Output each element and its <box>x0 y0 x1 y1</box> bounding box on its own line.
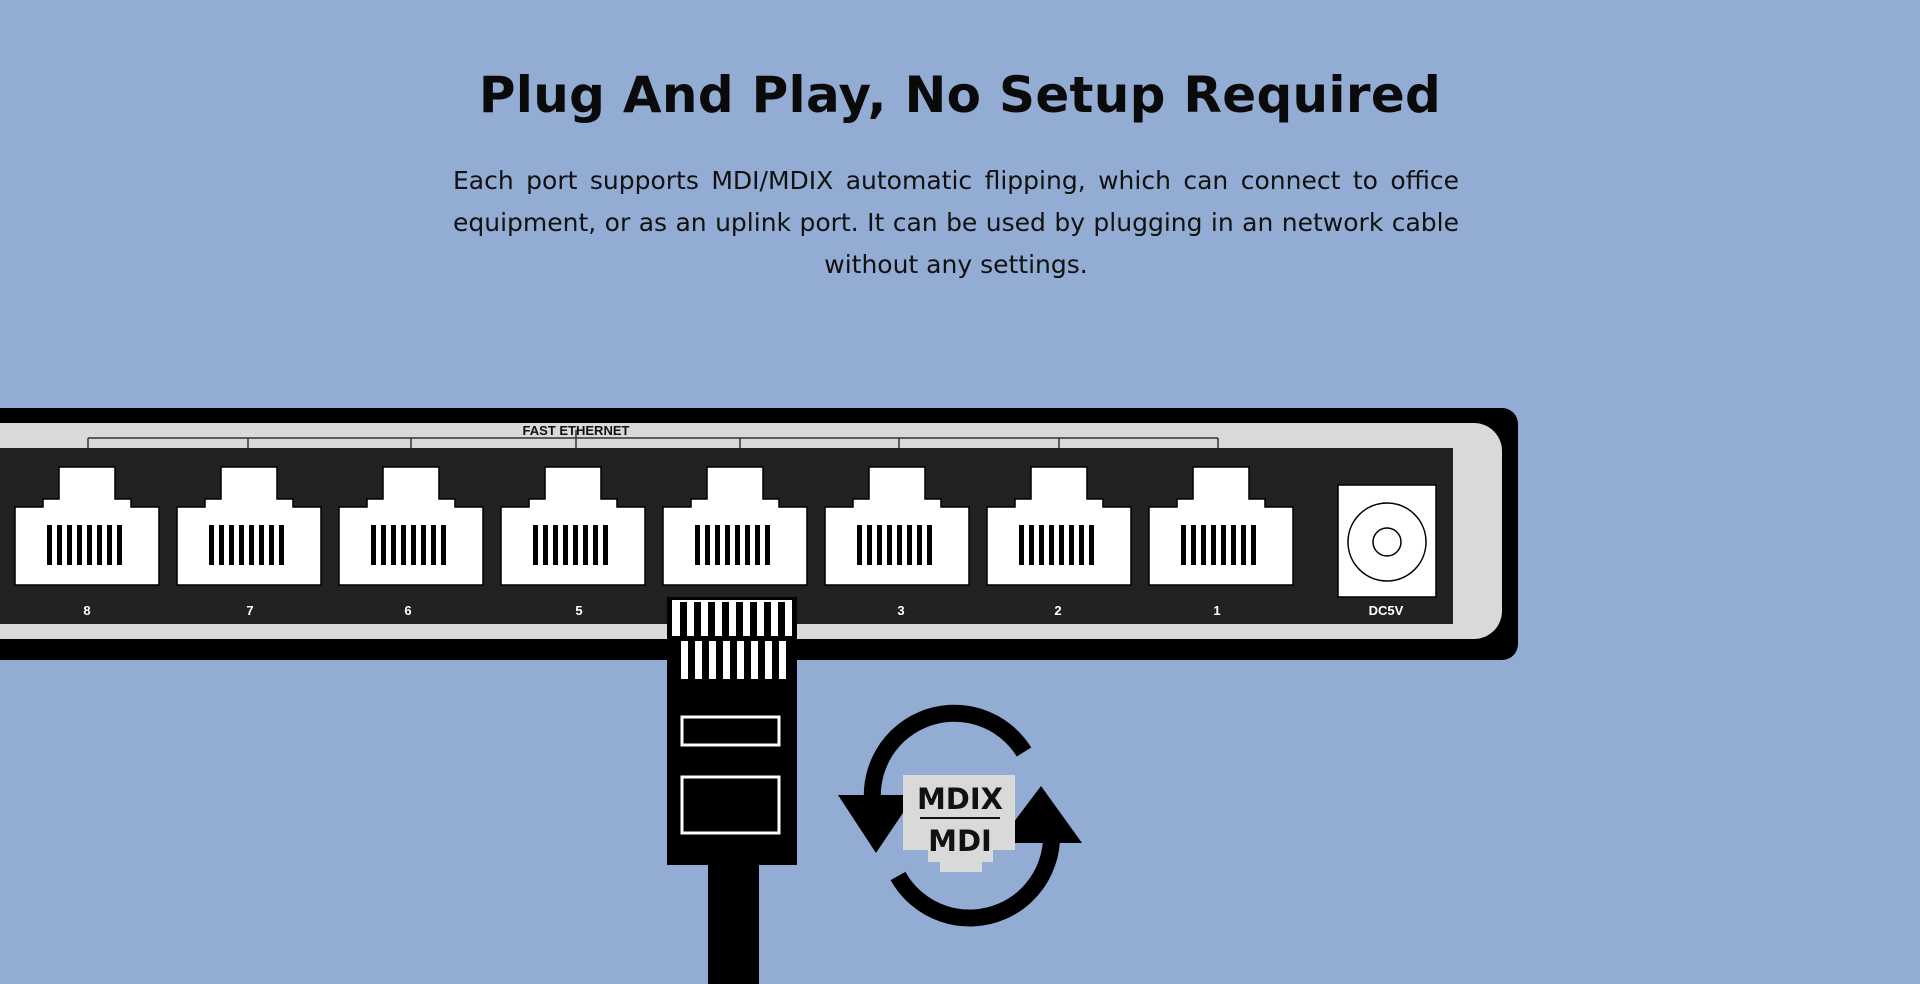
badge-mdix-label: MDIX <box>917 782 1003 816</box>
port-label: 8 <box>83 603 90 618</box>
port-label: 7 <box>246 603 253 618</box>
mdi-mdix-swap-icon <box>838 704 1082 927</box>
panel-label: FAST ETHERNET <box>523 423 630 438</box>
ethernet-plug-icon <box>667 597 797 984</box>
power-jack-icon <box>1337 484 1437 598</box>
port-label: 6 <box>404 603 411 618</box>
port-label: 3 <box>897 603 904 618</box>
port-label: 2 <box>1054 603 1061 618</box>
port-label: 5 <box>575 603 582 618</box>
description-text: Each port supports MDI/MDIX automatic fl… <box>453 166 1459 279</box>
power-label: DC5V <box>1369 603 1404 618</box>
page-title: Plug And Play, No Setup Required <box>478 66 1442 124</box>
badge-mdi-label: MDI <box>928 824 992 858</box>
port-label: 1 <box>1213 603 1220 618</box>
port-group-bracket <box>87 430 1219 448</box>
